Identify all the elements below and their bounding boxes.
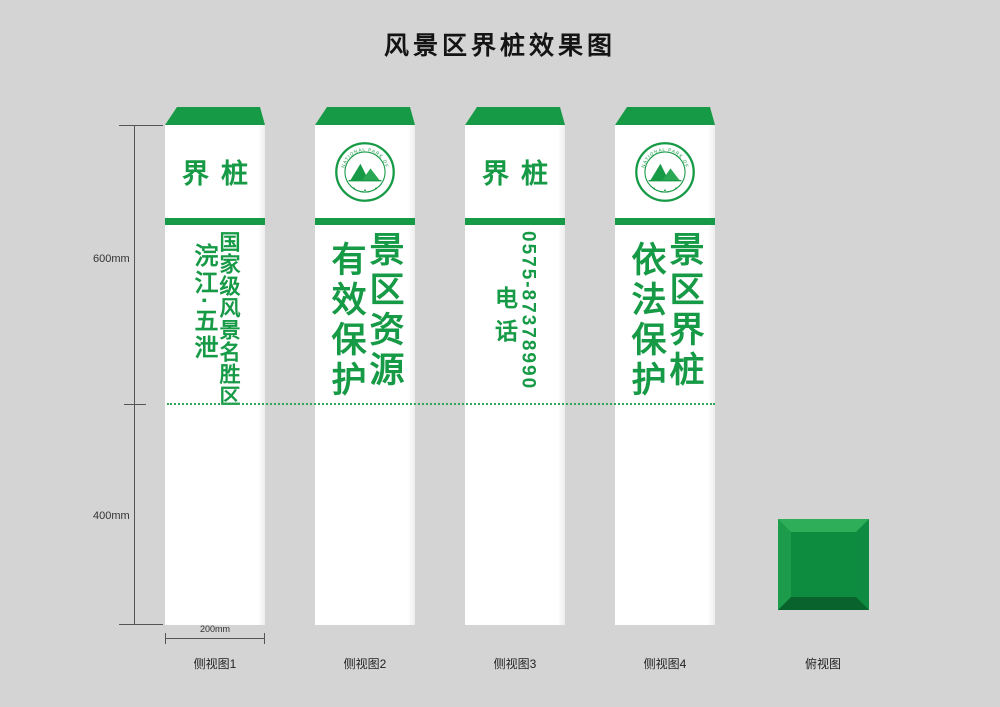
vertical-dimension-line <box>134 125 135 625</box>
dimension-label-600mm: 600mm <box>93 253 130 265</box>
pillar-head-text: 界桩 <box>182 159 260 189</box>
pillar-cap <box>165 107 265 125</box>
width-dimension-line <box>165 633 265 644</box>
ground-dashed-line <box>167 403 715 405</box>
green-divider <box>465 218 565 225</box>
dimension-label-400mm: 400mm <box>93 510 130 522</box>
dimension-tick-bottom <box>119 624 163 625</box>
pillar-body: NATIONAL PARK OF CHINA 景区界桩 依法保护 <box>615 125 715 625</box>
green-divider <box>315 218 415 225</box>
pillar-body: NATIONAL PARK OF CHINA 景区资源 有效保护 <box>315 125 415 625</box>
pillar-head: 界桩 <box>465 125 565 218</box>
national-park-logo-icon: NATIONAL PARK OF CHINA <box>334 141 395 202</box>
pillar-body: 界桩 国家级风景名胜区 浣江·五泄 <box>165 125 265 625</box>
caption-side-view-3: 侧视图3 <box>493 657 537 671</box>
pillar-side-view-2: NATIONAL PARK OF CHINA 景区资源 有效保护 <box>315 107 415 625</box>
pillar-side-view-3: 界桩 0575-87378990 电话 <box>465 107 565 625</box>
pillar-vertical-text: 景区资源 有效保护 <box>315 231 415 616</box>
pillar-head: NATIONAL PARK OF CHINA <box>315 125 415 218</box>
pillar-side-view-1: 界桩 国家级风景名胜区 浣江·五泄 <box>165 107 265 625</box>
caption-side-view-2: 侧视图2 <box>343 657 387 671</box>
pillar-head-text: 界桩 <box>482 159 560 189</box>
pillar-cap <box>315 107 415 125</box>
green-divider <box>615 218 715 225</box>
pillar-head: NATIONAL PARK OF CHINA <box>615 125 715 218</box>
pillar-vertical-text: 0575-87378990 电话 <box>465 231 565 616</box>
pillar-text-column: 国家级风景名胜区 <box>217 231 240 407</box>
pillar-side-view-4: NATIONAL PARK OF CHINA 景区界桩 依法保护 <box>615 107 715 625</box>
phone-number-column: 0575-87378990 <box>517 231 539 391</box>
caption-top-view: 俯视图 <box>804 657 841 671</box>
pillar-cap <box>465 107 565 125</box>
pillar-text-column: 依法保护 <box>626 241 666 401</box>
pillar-cap <box>615 107 715 125</box>
dimension-label-200mm: 200mm <box>199 624 230 634</box>
caption-side-view-4: 侧视图4 <box>643 657 687 671</box>
caption-side-view-1: 侧视图1 <box>193 657 237 671</box>
pillar-text-column: 浣江·五泄 <box>190 243 217 362</box>
pillar-vertical-text: 景区界桩 依法保护 <box>615 231 715 616</box>
national-park-logo-icon: NATIONAL PARK OF CHINA <box>634 141 695 202</box>
pillar-text-column: 景区界桩 <box>664 231 704 391</box>
dimension-tick-ground <box>124 404 146 405</box>
pillar-head: 界桩 <box>165 125 265 218</box>
pillar-vertical-text: 国家级风景名胜区 浣江·五泄 <box>165 231 265 616</box>
dimension-tick-top <box>119 125 163 126</box>
top-view-square <box>778 519 869 610</box>
pillar-text-column: 景区资源 <box>364 231 404 391</box>
pillar-body: 界桩 0575-87378990 电话 <box>465 125 565 625</box>
pillar-text-column: 电话 <box>491 286 518 352</box>
pillar-text-column: 有效保护 <box>326 241 366 401</box>
page-title: 风景区界桩效果图 <box>383 33 616 60</box>
green-divider <box>165 218 265 225</box>
